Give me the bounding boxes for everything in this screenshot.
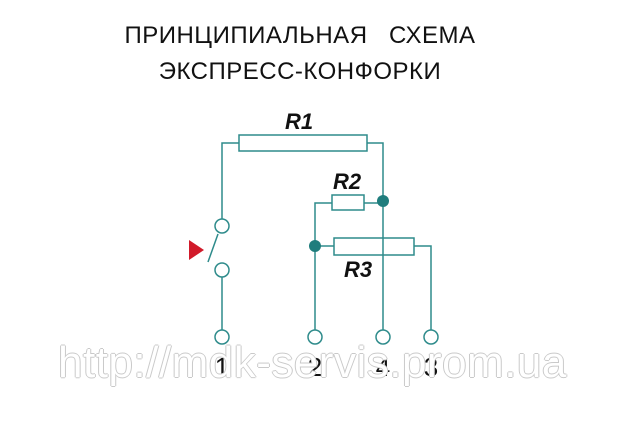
switch-blade bbox=[207, 233, 219, 263]
terminal-1-circle bbox=[214, 329, 230, 345]
wire-r1-right bbox=[367, 142, 384, 201]
terminal-label-4: 4 bbox=[376, 352, 390, 382]
label-r1: R1 bbox=[285, 109, 313, 134]
junction-node-right bbox=[377, 195, 389, 207]
wire-r2-left bbox=[314, 202, 332, 246]
wire-r3-right bbox=[414, 245, 432, 330]
terminal-label-3: 3 bbox=[424, 352, 438, 382]
title-line-1: ПРИНЦИПИАЛЬНАЯ СХЕМА bbox=[124, 22, 476, 49]
watermark-url: http://mdk-servis.prom.ua bbox=[58, 338, 567, 387]
label-r3: R3 bbox=[344, 257, 372, 282]
terminal-label-1: 1 bbox=[215, 352, 229, 382]
terminal-3-circle bbox=[423, 329, 439, 345]
resistor-r2 bbox=[331, 194, 365, 211]
switch-contact-bottom bbox=[214, 262, 230, 278]
indicator-arrow-icon bbox=[189, 240, 204, 260]
terminal-4-circle bbox=[375, 329, 391, 345]
terminal-2-circle bbox=[307, 329, 323, 345]
resistor-r1 bbox=[238, 134, 368, 152]
label-r2: R2 bbox=[333, 169, 362, 194]
junction-node-left bbox=[309, 240, 321, 252]
title-line-2: ЭКСПРЕСС-КОНФОРКИ bbox=[158, 58, 442, 85]
resistor-r3 bbox=[333, 237, 415, 256]
switch-contact-top bbox=[214, 218, 230, 234]
terminal-label-2: 2 bbox=[308, 352, 322, 382]
wire-r1-left bbox=[221, 142, 239, 219]
